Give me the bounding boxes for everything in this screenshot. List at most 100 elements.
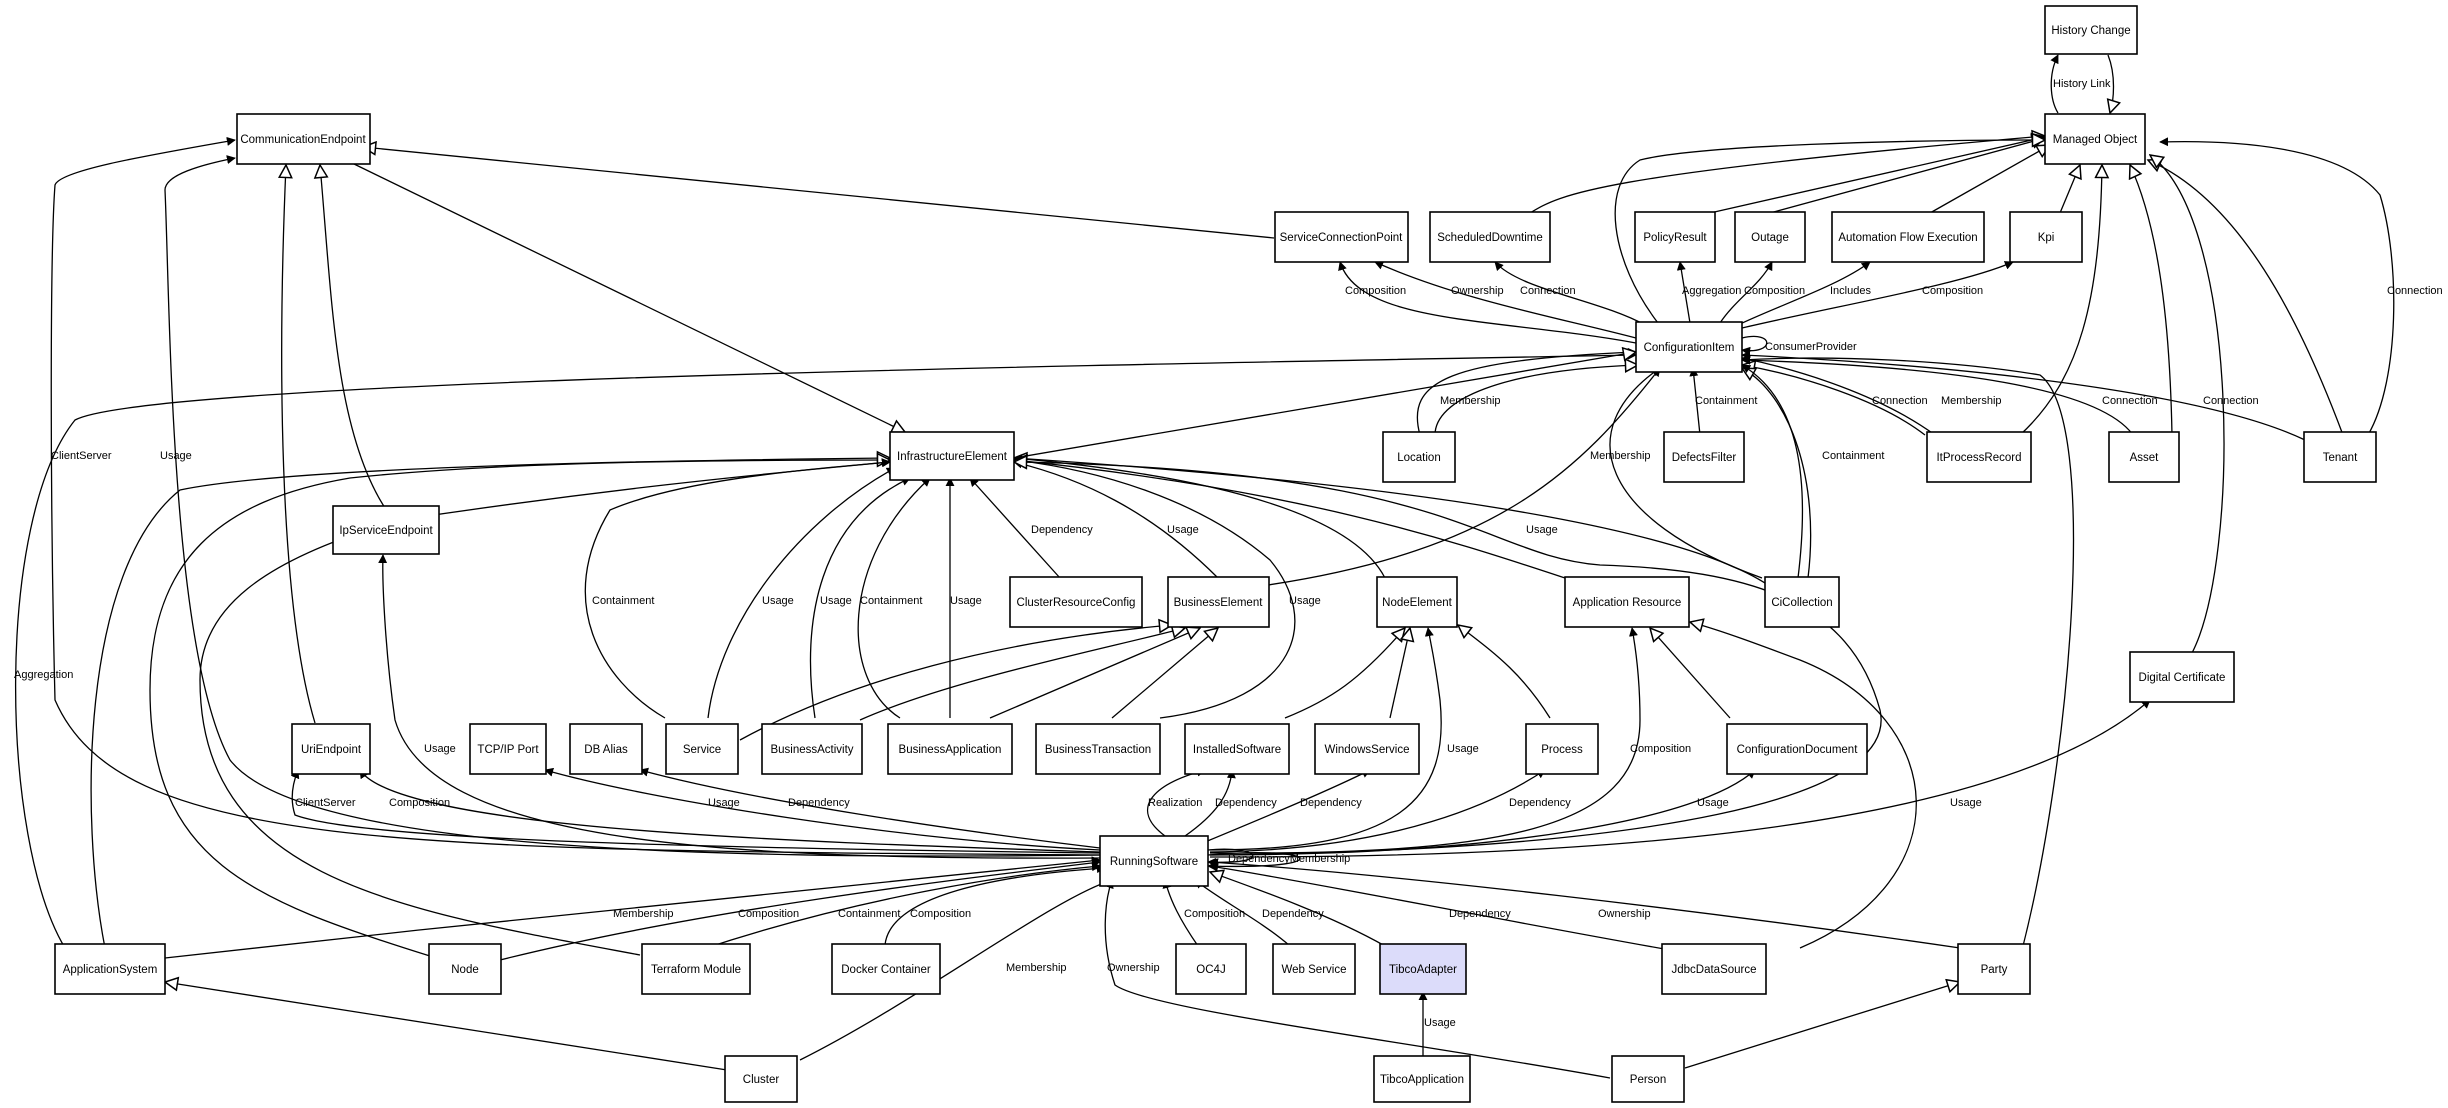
edge-policy-result-to-managed-object [1709,137,2045,214]
node-db-alias[interactable]: DB Alias [569,723,643,775]
node-tibco-adapter[interactable]: TibcoAdapter [1379,943,1467,995]
label-rs-usage-ip-service-endpoint: Usage [424,743,456,755]
svg-text:WindowsService: WindowsService [1325,744,1410,756]
svg-text:Terraform Module: Terraform Module [651,964,741,976]
label-ci-ownership-scp: Ownership [1451,285,1504,297]
edge-rs-composition-uri-endpoint [359,769,1101,853]
node-defects-filter[interactable]: DefectsFilter [1663,431,1745,483]
node-outage[interactable]: Outage [1734,211,1806,263]
svg-text:BusinessElement: BusinessElement [1174,597,1264,609]
edge-location-membership-ci [1416,347,1637,436]
node-party[interactable]: Party [1957,943,2031,995]
svg-text:ConfigurationDocument: ConfigurationDocument [1737,744,1859,756]
edge-party-ownership-rs [1209,858,1961,949]
edge-ci-collection-to-ci [1741,364,1804,579]
node-web-service[interactable]: Web Service [1272,943,1356,995]
node-ci-collection[interactable]: CiCollection [1764,576,1840,628]
label-ci-collection-membership: Membership [1590,450,1651,462]
node-it-process-record[interactable]: ItProcessRecord [1926,431,2032,483]
svg-text:JdbcDataSource: JdbcDataSource [1671,964,1756,976]
node-oc4j[interactable]: OC4J [1175,943,1247,995]
edge-digital-certificate-to-managed-object [2150,155,2225,654]
node-cluster-resource-config[interactable]: ClusterResourceConfig [1009,576,1143,628]
node-cluster[interactable]: Cluster [724,1055,798,1103]
svg-text:NodeElement: NodeElement [1382,597,1452,609]
node-ip-service-endpoint[interactable]: IpServiceEndpoint [332,505,440,555]
edge-asset-to-managed-object [2130,165,2173,436]
label-ci-composition-kpi: Composition [1922,285,1983,297]
node-configuration-item[interactable]: ConfigurationItem [1635,321,1743,373]
node-application-system[interactable]: ApplicationSystem [54,943,166,995]
node-kpi[interactable]: Kpi [2009,211,2083,263]
node-tcp-ip-port[interactable]: TCP/IP Port [469,723,547,775]
label-ci-connection-scheduled-downtime: Connection [1520,285,1576,297]
node-business-activity[interactable]: BusinessActivity [761,723,863,775]
node-terraform-module[interactable]: Terraform Module [641,943,751,995]
edge-rs-composition-application-resource [1209,627,1641,854]
edge-business-element-usage-ci [1267,367,1661,586]
label-service-usage: Usage [762,595,794,607]
svg-text:Location: Location [1397,452,1440,464]
edge-ip-service-endpoint-to-communication-endpoint [320,165,386,509]
svg-text:Kpi: Kpi [2038,232,2055,244]
node-managed-object[interactable]: Managed Object [2044,113,2146,165]
node-tibco-application[interactable]: TibcoApplication [1373,1055,1471,1103]
node-service-connection-point[interactable]: ServiceConnectionPoint [1274,211,1409,263]
label-web-service-dependency: Dependency [1262,908,1324,920]
edge-defects-filter-containment-ci [1689,367,1701,436]
edge-ci-includes-automation [1737,261,1871,326]
label-rs-usage-configuration-document: Usage [1697,797,1729,809]
edge-service-containment-infrastructure [584,458,891,719]
label-business-element-usage-ci: Usage [1526,524,1558,536]
node-infrastructure-element[interactable]: InfrastructureElement [889,431,1015,481]
label-business-transaction-usage: Usage [1289,595,1321,607]
label-rs-usage-digital-certificate: Usage [1950,797,1982,809]
svg-text:DefectsFilter: DefectsFilter [1672,452,1737,464]
node-person[interactable]: Person [1611,1055,1685,1103]
edge-asset-connection-ci [1741,355,2136,439]
node-windows-service[interactable]: WindowsService [1314,723,1420,775]
node-policy-result[interactable]: PolicyResult [1634,211,1716,263]
node-communication-endpoint[interactable]: CommunicationEndpoint [236,113,371,165]
edge-kpi-to-managed-object [2059,165,2080,214]
edge-rs-clientserver-uri-endpoint [290,769,1101,854]
node-scheduled-downtime[interactable]: ScheduledDowntime [1429,211,1551,263]
node-business-transaction[interactable]: BusinessTransaction [1035,723,1161,775]
edge-node-element-to-infrastructure [1014,458,1386,579]
node-digital-certificate[interactable]: Digital Certificate [2129,651,2235,703]
node-docker-container[interactable]: Docker Container [831,943,941,995]
edge-running-software-to-infrastructure [1014,462,1882,856]
edge-configuration-item-to-managed-object [1614,140,2045,324]
edge-party-to-ci [1741,355,2075,947]
label-rs-composition-uri-endpoint: Composition [389,797,450,809]
node-uri-endpoint[interactable]: UriEndpoint [291,723,371,775]
node-history-change[interactable]: History Change [2044,5,2138,55]
node-application-resource[interactable]: Application Resource [1564,576,1690,628]
node-business-element[interactable]: BusinessElement [1167,576,1270,628]
node-automation-flow-execution[interactable]: Automation Flow Execution [1831,211,1985,263]
edge-location-to-ci [1434,365,1638,436]
node-jdbc-data-source[interactable]: JdbcDataSource [1661,943,1767,995]
edge-tenant-connection-managed-object [2159,137,2395,436]
label-rs-dependency-process: Dependency [1509,797,1571,809]
node-business-application[interactable]: BusinessApplication [887,723,1013,775]
node-location[interactable]: Location [1382,431,1456,483]
edge-node-to-infrastructure [149,460,890,957]
node-installed-software[interactable]: InstalledSoftware [1184,723,1290,775]
label-rs-dependency-installed-software: Dependency [1215,797,1277,809]
node-asset[interactable]: Asset [2108,431,2180,483]
edge-cluster-membership-rs [799,878,1113,1061]
edge-ci-aggregation-policy-result [1676,261,1691,324]
node-node-element[interactable]: NodeElement [1376,576,1458,628]
svg-text:UriEndpoint: UriEndpoint [301,744,362,756]
label-it-process-record-connection: Connection [1872,395,1928,407]
node-configuration-document[interactable]: ConfigurationDocument [1726,723,1868,775]
node-service[interactable]: Service [665,723,739,775]
edge-docker-composition-rs [884,864,1106,946]
node-node[interactable]: Node [428,943,502,995]
svg-text:ScheduledDowntime: ScheduledDowntime [1437,232,1542,244]
node-process[interactable]: Process [1525,723,1599,775]
label-cluster-membership: Membership [1006,962,1067,974]
node-tenant[interactable]: Tenant [2303,431,2377,483]
node-running-software[interactable]: RunningSoftware [1099,835,1209,887]
